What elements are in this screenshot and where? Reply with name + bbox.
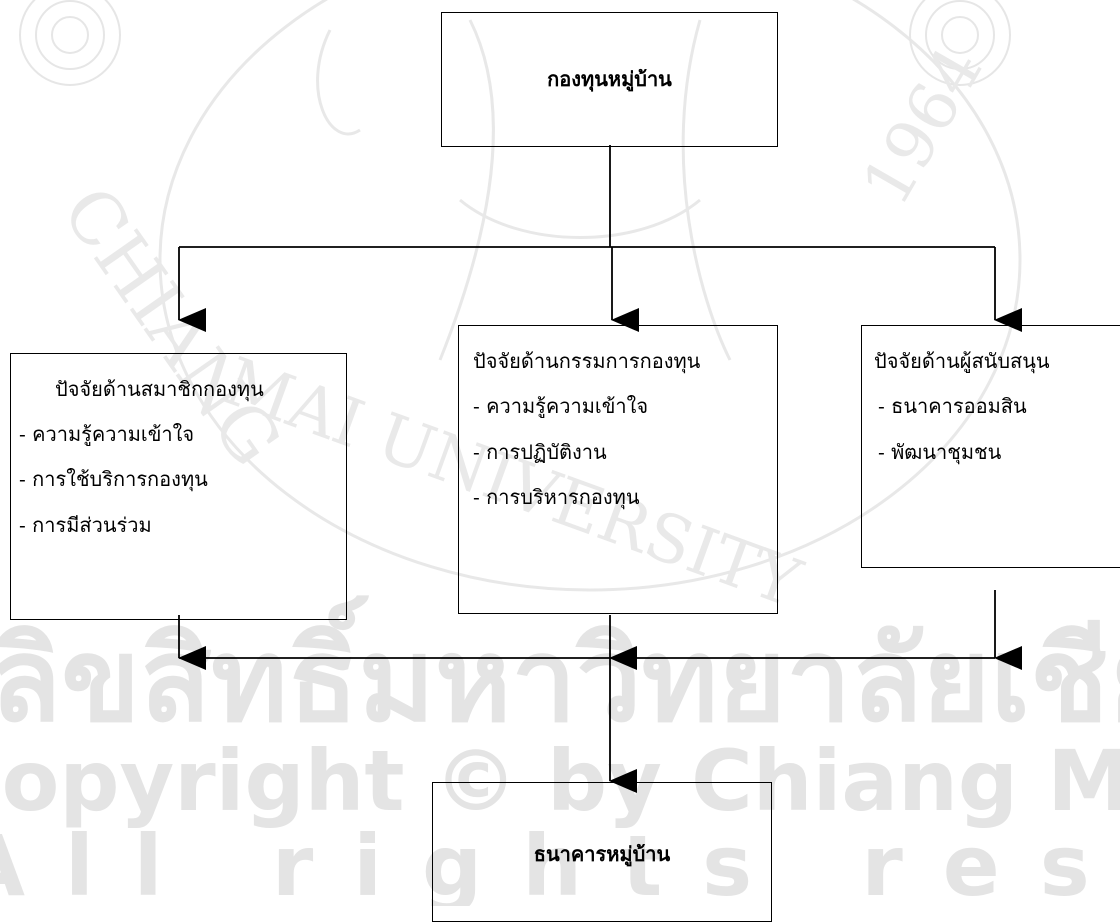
node-committee-factors: ปัจจัยด้านกรรมการกองทุน - ความรู้ความเข้… bbox=[458, 325, 778, 614]
node-village-bank-label: ธนาคารหมู่บ้าน bbox=[533, 842, 671, 866]
list-item: - การปฏิบัติงาน bbox=[473, 440, 607, 464]
seal-outer-ring bbox=[158, 0, 1022, 592]
node-village-fund-label: กองทุนหมู่บ้าน bbox=[547, 67, 672, 91]
node-supporter-factors: ปัจจัยด้านผู้สนับสนุน - ธนาคารออมสิน - พ… bbox=[861, 325, 1120, 568]
list-item: - พัฒนาชุมชน bbox=[878, 440, 1002, 464]
node-village-fund: กองทุนหมู่บ้าน bbox=[441, 12, 778, 147]
node-committee-factors-title: ปัจจัยด้านกรรมการกองทุน bbox=[473, 349, 701, 373]
seal-flower-icon-left bbox=[19, 0, 121, 86]
list-item: - ธนาคารออมสิน bbox=[878, 394, 1027, 418]
node-supporter-factors-title: ปัจจัยด้านผู้สนับสนุน bbox=[874, 349, 1050, 373]
list-item: - ความรู้ความเข้าใจ bbox=[19, 422, 195, 446]
node-member-factors: ปัจจัยด้านสมาชิกกองทุน - ความรู้ความเข้า… bbox=[10, 353, 347, 620]
watermark-rights-text: All rights reserved bbox=[0, 817, 1120, 906]
elephant-icon bbox=[316, 19, 732, 361]
node-village-bank: ธนาคารหมู่บ้าน bbox=[432, 782, 772, 922]
seal-flower-icon-right bbox=[909, 0, 1011, 86]
list-item: - การมีส่วนร่วม bbox=[19, 513, 152, 537]
watermark-thai-text: ลิขสิทธิ์มหาวิทยาลัยเชียงใหม่ bbox=[0, 595, 1120, 748]
node-member-factors-title: ปัจจัยด้านสมาชิกกองทุน bbox=[55, 377, 264, 401]
watermark-copyright-text: Copyright © by Chiang Mai University bbox=[0, 732, 1120, 830]
list-item: - การใช้บริการกองทุน bbox=[19, 467, 208, 491]
list-item: - ความรู้ความเข้าใจ bbox=[473, 394, 649, 418]
list-item: - การบริหารกองทุน bbox=[473, 485, 640, 509]
